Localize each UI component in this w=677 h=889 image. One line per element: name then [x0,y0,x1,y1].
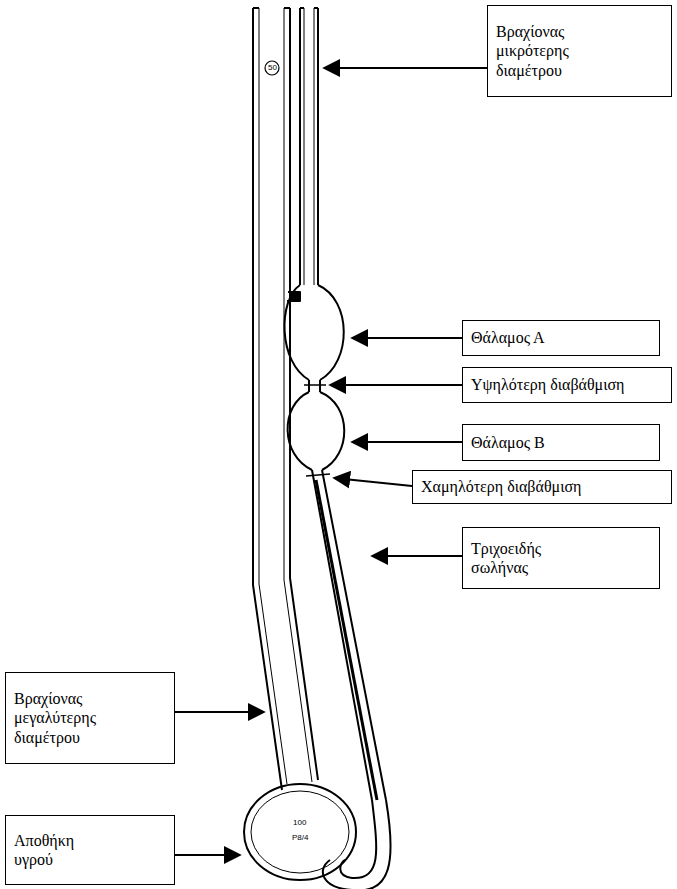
label-text: Χαμηλότερη διαβάθμιση [421,477,581,496]
label-box: Χαμηλότερη διαβάθμιση [412,470,672,504]
glass-marking: 50 [268,64,277,72]
leader-arrow [352,337,462,339]
glass-marking: 100 [293,819,306,827]
label-text: Βραχίονας μικρότερης διαμέτρου [496,22,606,80]
leader-arrow [324,67,487,69]
label-text: Θάλαμος Α [471,328,545,347]
label-text: Υψηλότερη διαβάθμιση [471,375,624,394]
label-box: Θάλαμος Β [462,424,660,461]
label-text: Αποθήκη υγρού [14,831,94,869]
leader-arrow [175,711,264,713]
label-text: Βραχίονας μεγαλύτερης διαμέτρου [14,689,134,747]
label-box: Βραχίονας μικρότερης διαμέτρου [487,5,672,97]
leader-arrow [372,555,462,557]
leader-arrow [175,854,240,856]
leader-arrow [330,384,462,386]
glass-marking: P8/4 [292,834,308,842]
label-text: Τριχοειδής σωλήνας [471,539,581,577]
label-box: Τριχοειδής σωλήνας [462,527,660,589]
label-box: Βραχίονας μεγαλύτερης διαμέτρου [5,672,175,764]
leader-arrow [352,441,462,443]
leader-arrow [334,478,412,486]
label-box: Αποθήκη υγρού [5,815,175,885]
label-text: Θάλαμος Β [471,433,545,452]
label-box: Υψηλότερη διαβάθμιση [462,367,672,403]
label-box: Θάλαμος Α [462,320,660,356]
